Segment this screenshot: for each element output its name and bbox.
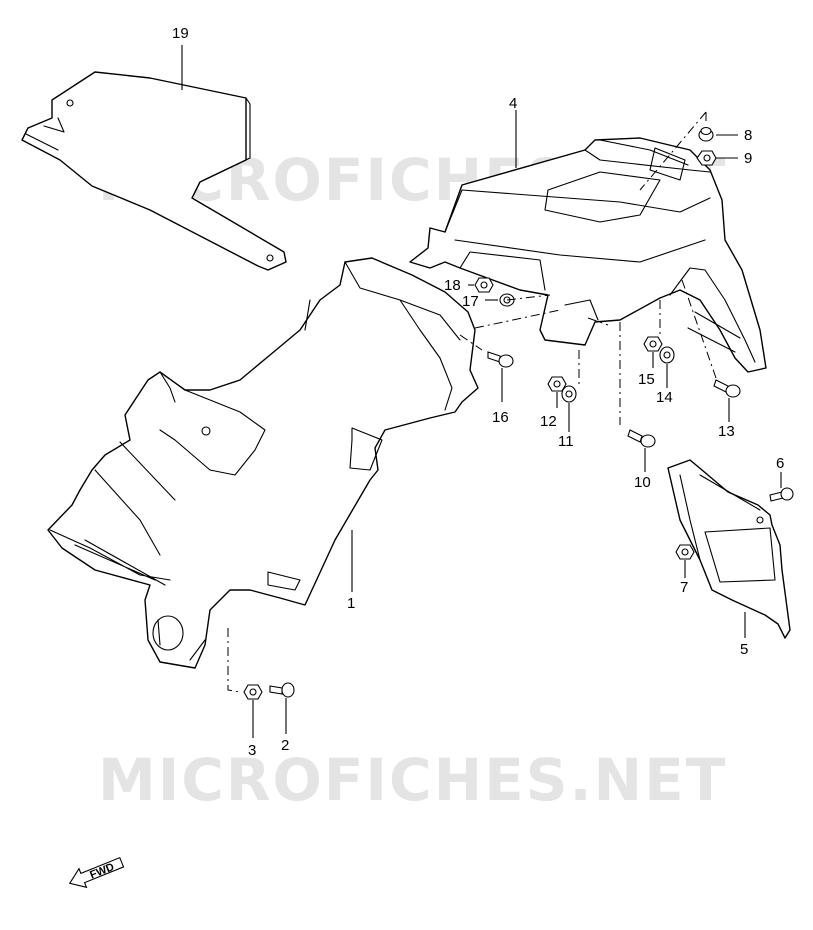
part-19-shield <box>21 71 287 271</box>
part-4-rear-fender <box>409 137 767 373</box>
part-1-inner-fender <box>47 257 479 669</box>
fwd-arrow: FWD <box>68 856 125 889</box>
callout-8: 8 <box>744 127 752 144</box>
callout-1: 1 <box>347 595 355 612</box>
callout-15: 15 <box>638 371 655 388</box>
part-2-bolt <box>269 682 295 698</box>
callout-19: 19 <box>172 25 189 42</box>
part-15-nut <box>643 336 663 352</box>
part-6-bolt <box>769 487 794 502</box>
callout-3: 3 <box>248 742 256 759</box>
fwd-arrow-icon <box>68 856 125 889</box>
hardware-items <box>243 126 794 700</box>
callout-12: 12 <box>540 413 557 430</box>
leader-lines <box>181 45 782 738</box>
callout-9: 9 <box>744 150 752 167</box>
part-7-nut <box>675 544 695 560</box>
part-10-bolt <box>627 429 656 448</box>
part-13-bolt <box>713 379 741 398</box>
part-12-nut <box>547 376 567 392</box>
callout-11: 11 <box>558 433 574 450</box>
callout-4: 4 <box>509 95 517 112</box>
callout-5: 5 <box>740 641 748 658</box>
part-14-washer <box>659 346 675 364</box>
part-8-washer <box>698 126 714 142</box>
watermark-bottom: MICROFICHES.NET <box>98 746 727 814</box>
callout-16: 16 <box>492 409 509 426</box>
callout-labels: 19 4 8 9 18 17 16 15 14 12 11 13 10 6 7 … <box>172 25 784 759</box>
part-9-nut <box>696 150 717 166</box>
callout-18: 18 <box>444 277 461 294</box>
centerlines <box>227 111 717 693</box>
fwd-label: FWD <box>88 861 116 882</box>
part-5-plate-bracket <box>667 459 791 639</box>
watermark-text-bottom: MICROFICHES.NET <box>98 746 727 814</box>
callout-13: 13 <box>718 423 735 440</box>
callout-14: 14 <box>656 389 673 406</box>
callout-17: 17 <box>462 293 479 310</box>
callout-10: 10 <box>634 474 651 491</box>
part-16-bolt <box>487 351 514 368</box>
part-3-nut <box>243 684 263 700</box>
part-11-washer <box>561 385 577 403</box>
callout-2: 2 <box>281 737 289 754</box>
callout-7: 7 <box>680 579 688 596</box>
part-18-nut <box>474 277 494 293</box>
callout-6: 6 <box>776 455 784 472</box>
